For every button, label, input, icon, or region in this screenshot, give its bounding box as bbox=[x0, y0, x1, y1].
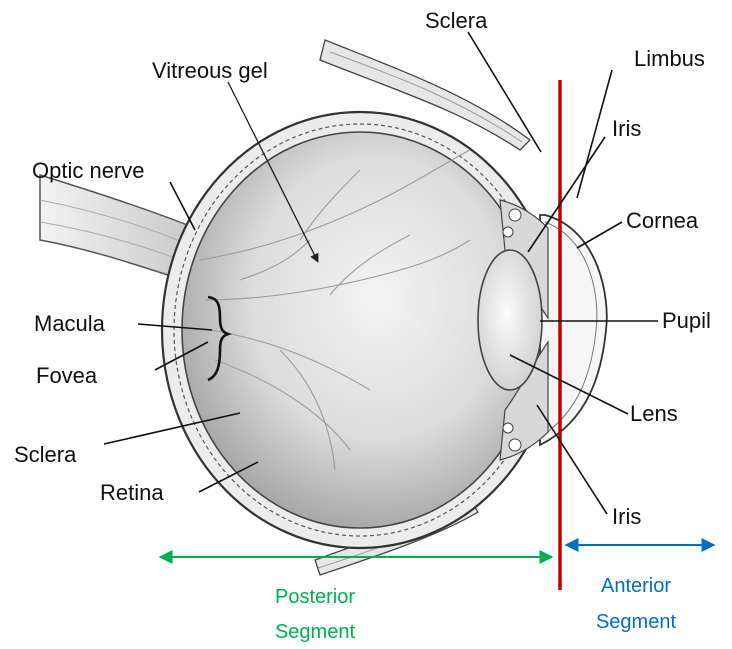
label-posterior-line2: Segment bbox=[275, 621, 355, 643]
label-sclera-top: Sclera bbox=[425, 8, 488, 33]
label-pupil: Pupil bbox=[662, 308, 711, 333]
label-retina: Retina bbox=[100, 480, 164, 505]
label-cornea: Cornea bbox=[626, 208, 699, 233]
label-lens: Lens bbox=[630, 401, 678, 426]
lens-shape bbox=[478, 250, 542, 390]
label-posterior-line1: Posterior bbox=[275, 586, 355, 608]
label-iris-bottom: Iris bbox=[612, 504, 641, 529]
label-macula: Macula bbox=[34, 311, 106, 336]
label-sclera-left: Sclera bbox=[14, 442, 77, 467]
label-iris-top: Iris bbox=[612, 116, 641, 141]
label-anterior-line1: Anterior bbox=[601, 575, 671, 597]
label-vitreous-gel: Vitreous gel bbox=[152, 58, 268, 83]
label-anterior-line2: Segment bbox=[596, 611, 676, 633]
label-limbus: Limbus bbox=[634, 46, 705, 71]
label-optic-nerve: Optic nerve bbox=[32, 158, 145, 183]
label-fovea: Fovea bbox=[36, 363, 98, 388]
cornea-shape bbox=[540, 215, 607, 445]
